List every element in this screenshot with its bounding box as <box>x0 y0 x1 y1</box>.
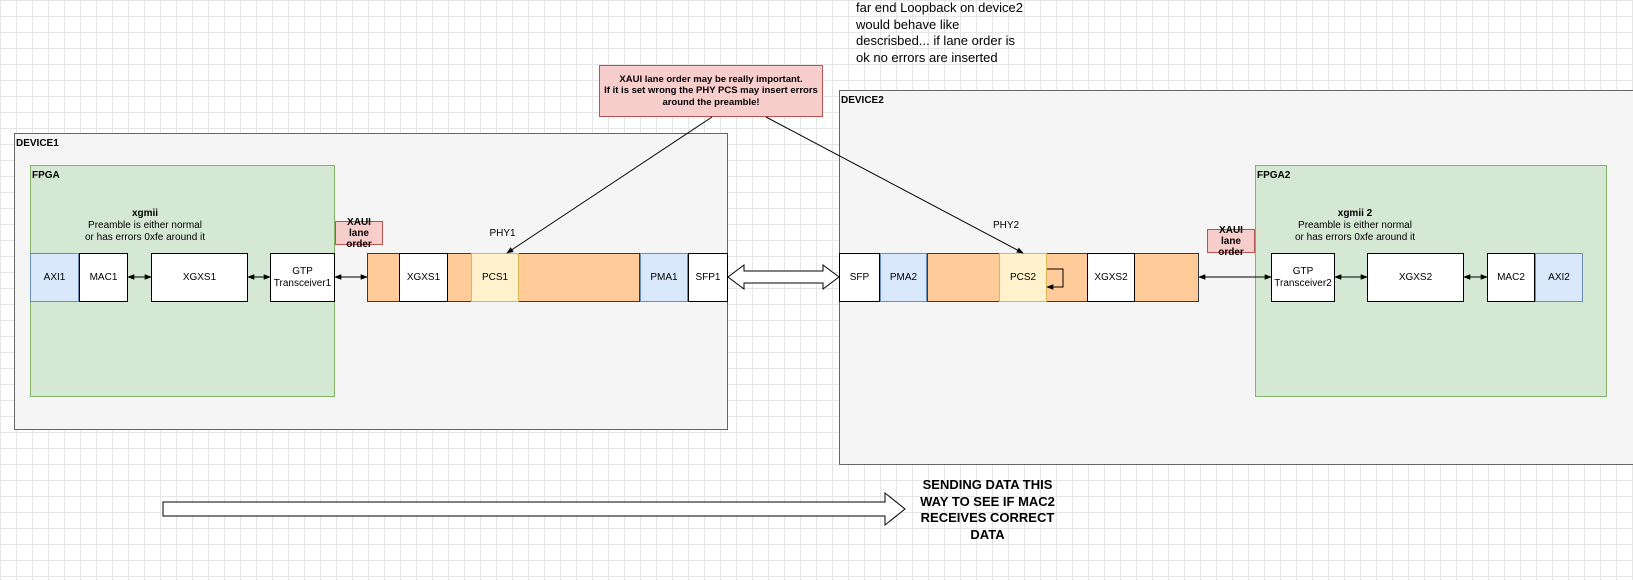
pcs2-loopback-arrow <box>1046 268 1064 290</box>
axi1-block[interactable]: AXI1 <box>30 253 79 302</box>
warning-to-pcs1-pointer <box>506 116 713 254</box>
warning-line: If it is set wrong the PHY PCS may inser… <box>604 85 818 97</box>
pma1-block[interactable]: PMA1 <box>640 253 688 302</box>
sfp-link-double-arrow <box>727 264 840 290</box>
xgmii2-label: xgmii 2 Preamble is either normal or has… <box>1275 208 1435 244</box>
phy2-label: PHY2 <box>992 220 1020 231</box>
loopback-note-line: far end Loopback on device2 <box>856 0 1023 15</box>
warning-line: XAUI lane order may be really important. <box>619 73 803 85</box>
gtp1-line: GTP <box>292 265 313 277</box>
xaui-lane-order-tag-2[interactable]: XAUI lane order <box>1207 225 1255 258</box>
loopback-note-line: would behave like <box>856 16 960 32</box>
xaui-tag-line: order <box>346 238 372 250</box>
xaui-lane-order-tag-1[interactable]: XAUI lane order <box>335 217 383 250</box>
xaui-warning-note[interactable]: XAUI lane order may be really important.… <box>599 65 823 117</box>
xaui-tag-line: XAUI lane <box>347 216 371 239</box>
warning-to-pcs2-pointer <box>765 116 1024 254</box>
sending-note-line: DATA <box>970 526 1005 542</box>
fpga2-title: FPGA2 <box>1257 170 1291 181</box>
phy1-xgxs-block[interactable]: XGXS1 <box>399 253 448 302</box>
sfp2-block[interactable]: SFP <box>839 253 880 302</box>
loopback-note: far end Loopback on device2 would behave… <box>856 0 1056 66</box>
loopback-note-line: descrisbed... if lane order is <box>856 33 1015 48</box>
gtp2-line: Transceiver2 <box>1274 277 1332 289</box>
gtp-transceiver2-block[interactable]: GTP Transceiver2 <box>1271 253 1335 302</box>
sending-note-line: RECEIVES CORRECT <box>920 510 1055 525</box>
gtp2-line: GTP <box>1292 265 1314 277</box>
device1-title: DEVICE1 <box>16 138 59 149</box>
device2-title: DEVICE2 <box>841 95 884 106</box>
phy1-label: PHY1 <box>489 228 516 239</box>
axi2-block[interactable]: AXI2 <box>1535 253 1583 302</box>
xgxs2-block[interactable]: XGXS2 <box>1367 253 1464 302</box>
pma2-block[interactable]: PMA2 <box>880 253 927 302</box>
xgmii2-desc: Preamble is either normal <box>1298 220 1412 231</box>
sfp1-block[interactable]: SFP1 <box>688 253 728 302</box>
xgmii1-desc: Preamble is either normal <box>88 220 202 231</box>
xaui-tag-line: order <box>1218 246 1244 258</box>
sending-note-line: SENDING DATA THIS <box>922 477 1053 492</box>
loopback-note-line: ok no errors are inserted <box>856 49 998 65</box>
xaui-tag-line: XAUI lane <box>1219 224 1243 247</box>
warning-line: around the preamble! <box>662 96 760 108</box>
sending-data-note: SENDING DATA THIS WAY TO SEE IF MAC2 REC… <box>905 477 1070 543</box>
gtp1-line: Transceiver1 <box>273 277 332 289</box>
pcs1-block[interactable]: PCS1 <box>471 253 519 302</box>
xgmii1-desc: or has errors 0xfe around it <box>84 232 206 243</box>
fpga1-title: FPGA <box>32 170 60 181</box>
gtp-transceiver1-block[interactable]: GTP Transceiver1 <box>270 253 335 302</box>
xgmii2-title: xgmii 2 <box>1337 208 1373 219</box>
pcs2-block[interactable]: PCS2 <box>999 253 1047 302</box>
xgxs1-block[interactable]: XGXS1 <box>151 253 248 302</box>
data-direction-arrow <box>162 491 906 527</box>
xgmii1-title: xgmii <box>131 208 159 219</box>
xgmii2-desc: or has errors 0xfe around it <box>1294 232 1416 243</box>
xgmii1-label: xgmii Preamble is either normal or has e… <box>65 208 225 244</box>
phy2-xgxs-block[interactable]: XGXS2 <box>1087 253 1135 302</box>
sending-note-line: WAY TO SEE IF MAC2 <box>920 493 1055 509</box>
